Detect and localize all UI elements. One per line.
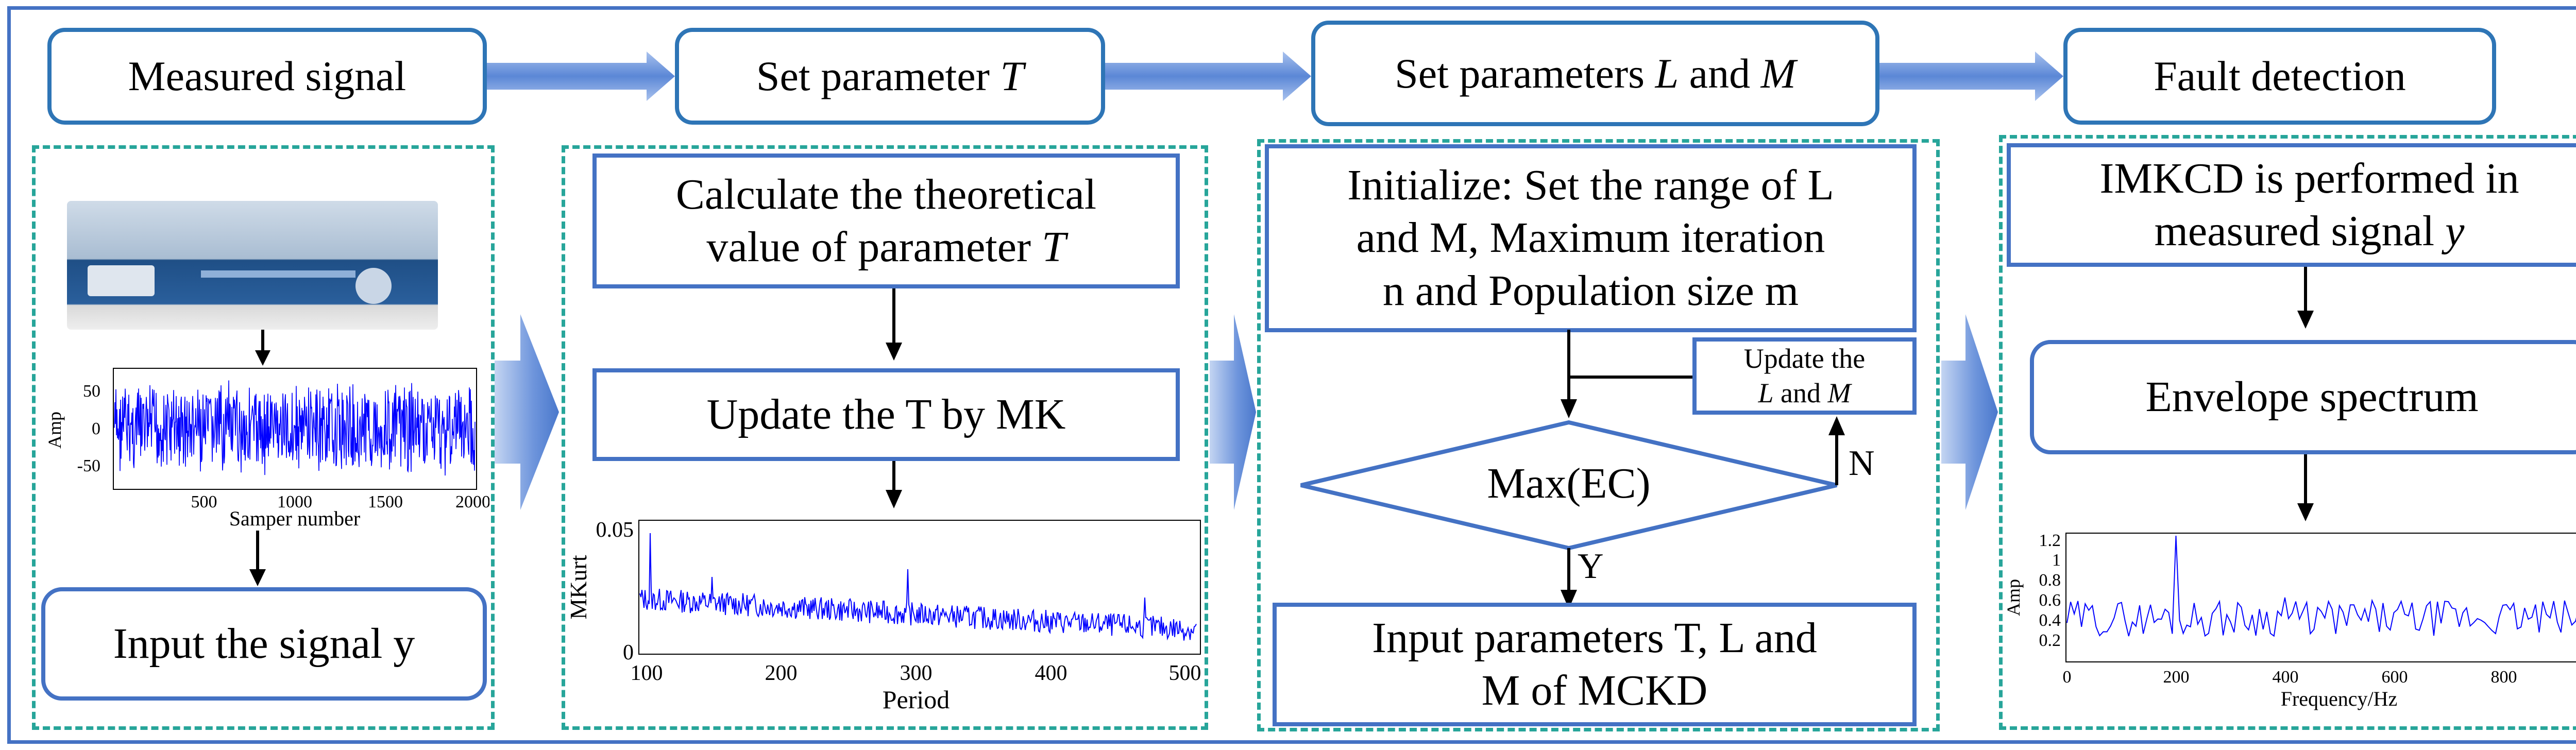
tick-label: 600 bbox=[2382, 668, 2408, 687]
box-label: Update the T by MK bbox=[706, 390, 1066, 438]
step-measured-signal: Measured signal bbox=[47, 28, 487, 125]
column-measured-signal bbox=[32, 145, 495, 730]
step-label: Set parameters L and M bbox=[1395, 49, 1796, 97]
tick-label: 1.2 bbox=[2039, 531, 2061, 550]
tick-label: 1500 bbox=[368, 492, 403, 512]
update-t-box: Update the T by MK bbox=[592, 368, 1180, 461]
mkurt-plot: 0.05 0 MKurt 100 200 300 400 500 Period bbox=[567, 518, 1201, 714]
equipment-photo bbox=[67, 201, 438, 330]
step-fault-detection: Fault detection bbox=[2063, 28, 2496, 125]
envelope-spectrum-box: Envelope spectrum bbox=[2030, 340, 2576, 454]
decision-label: Max(EC) bbox=[1487, 459, 1651, 507]
yes-label: Y bbox=[1578, 547, 1604, 586]
tick-label: 400 bbox=[1035, 661, 1067, 685]
outer-frame bbox=[7, 6, 2576, 744]
column-set-parameters bbox=[1257, 139, 1940, 731]
tick-label: 500 bbox=[1169, 661, 1201, 685]
y-axis-label: Amp bbox=[2004, 579, 2024, 616]
arrow-right-icon bbox=[1105, 52, 1311, 101]
step-set-parameter-t: Set parameter T bbox=[675, 28, 1105, 125]
tick-label: 0.2 bbox=[2039, 631, 2061, 650]
tick-label: 500 bbox=[191, 492, 217, 512]
tick-label: 0.8 bbox=[2039, 571, 2061, 590]
column-fault-detection bbox=[1999, 135, 2576, 730]
envelope-spectrum-plot: 1.2 1 0.8 0.6 0.4 0.2 Amp 0 200 400 600 … bbox=[2004, 531, 2576, 710]
tick-label: 0 bbox=[2063, 668, 2072, 687]
header-arrows bbox=[487, 52, 2063, 101]
time-signal-plot: 50 0 -50 Amp 500 1000 1500 2000 Samper n… bbox=[44, 330, 489, 530]
arrow-down-icon bbox=[249, 531, 266, 586]
tick-label: 2000 bbox=[455, 492, 489, 512]
arrow-right-icon bbox=[487, 52, 675, 101]
chevron-right-icon bbox=[495, 314, 559, 510]
tick-label: 200 bbox=[765, 661, 798, 685]
tick-label: 200 bbox=[2163, 668, 2190, 687]
no-label: N bbox=[1849, 444, 1875, 483]
arrow-down-icon bbox=[2297, 267, 2314, 329]
x-axis-label: Frequency/Hz bbox=[2281, 687, 2398, 710]
box-label: Input the signal y bbox=[113, 619, 415, 668]
tick-label: 1000 bbox=[277, 492, 312, 512]
chevron-right-icon bbox=[1941, 314, 1998, 510]
tick-label: 1 bbox=[2052, 551, 2061, 570]
tick-label: 400 bbox=[2273, 668, 2299, 687]
step-set-parameters-l-m: Set parameters L and M bbox=[1311, 21, 1879, 126]
tick-label: 100 bbox=[631, 661, 663, 685]
flow-connectors bbox=[1300, 330, 1845, 609]
tick-label: 0.6 bbox=[2039, 591, 2061, 610]
tick-label: 300 bbox=[900, 661, 933, 685]
arrow-down-icon bbox=[886, 461, 902, 508]
column-set-parameter bbox=[562, 145, 1208, 730]
tick-label: 50 bbox=[83, 382, 100, 401]
x-axis-label: Samper number bbox=[229, 507, 360, 530]
input-signal-box: Input the signal y bbox=[41, 587, 487, 701]
step-label: Set parameter T bbox=[756, 53, 1024, 99]
box-label: Envelope spectrum bbox=[2145, 372, 2479, 421]
tick-label: 800 bbox=[2491, 668, 2517, 687]
tick-label: 0 bbox=[92, 419, 100, 438]
tick-label: 0.4 bbox=[2039, 611, 2061, 630]
step-label: Measured signal bbox=[128, 53, 406, 99]
x-axis-label: Period bbox=[883, 685, 950, 714]
tick-label: 0 bbox=[623, 641, 634, 664]
y-axis-label: Amp bbox=[44, 412, 65, 449]
step-label: Fault detection bbox=[2154, 53, 2406, 99]
arrow-right-icon bbox=[1879, 52, 2063, 101]
tick-label: 0.05 bbox=[596, 518, 634, 542]
column-arrows bbox=[495, 314, 1998, 510]
tick-label: -50 bbox=[77, 456, 100, 475]
chevron-right-icon bbox=[1210, 314, 1256, 510]
arrow-down-icon bbox=[2297, 454, 2314, 521]
y-axis-label: MKurt bbox=[567, 555, 591, 619]
arrow-down-icon bbox=[886, 288, 902, 361]
